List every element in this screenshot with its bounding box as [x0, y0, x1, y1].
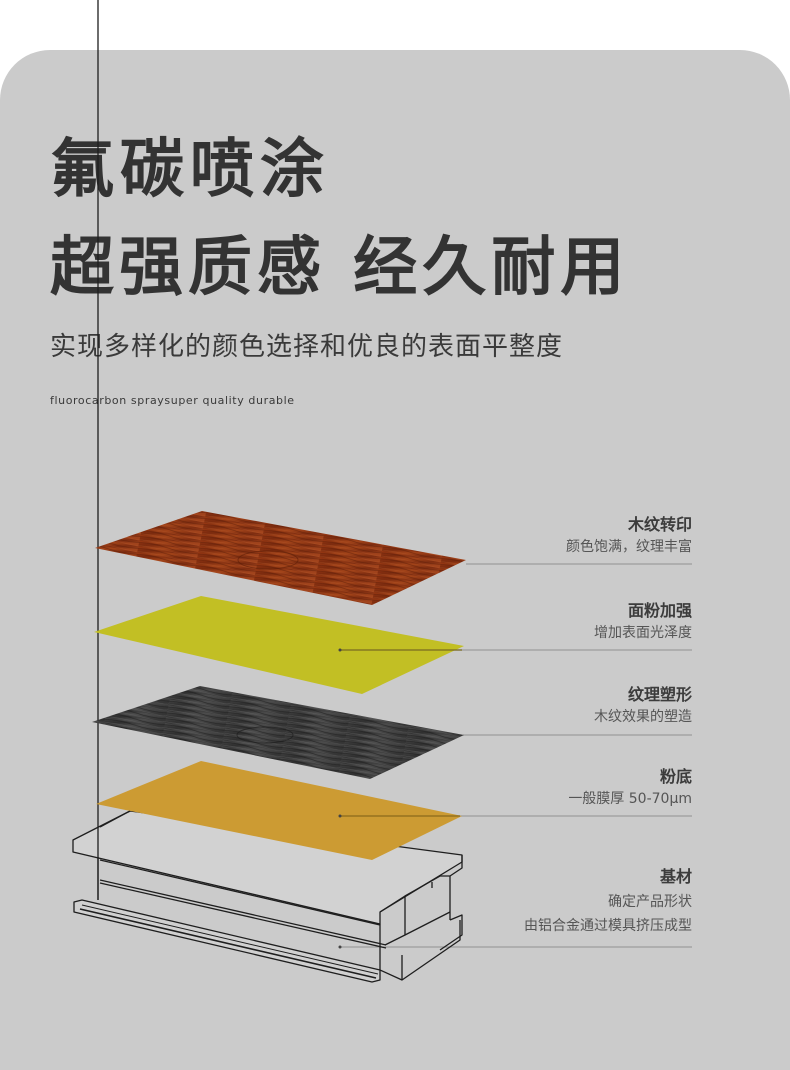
layer-label-texture: 纹理塑形 木纹效果的塑造 [594, 684, 692, 728]
layer-title: 基材 [659, 867, 692, 886]
layer-label-topcoat: 面粉加强 增加表面光泽度 [594, 600, 692, 644]
orange-primer-layer [96, 761, 462, 860]
layer-desc: 增加表面光泽度 [594, 625, 692, 641]
layer-title: 面粉加强 [627, 601, 692, 620]
dark-wood-layer [92, 686, 464, 779]
headline-line1: 氟碳喷涂 [50, 133, 330, 207]
aluminum-profile-drawing [72, 0, 463, 983]
layer-title: 木纹转印 [627, 515, 692, 534]
layer-desc: 确定产品形状 [608, 894, 692, 910]
subtitle: 实现多样化的颜色选择和优良的表面平整度 [50, 332, 564, 362]
layer-label-wood-transfer: 木纹转印 颜色饱满，纹理丰富 [566, 514, 692, 558]
headline-line2: 超强质感 经久耐用 [50, 231, 630, 305]
layer-title: 纹理塑形 [627, 685, 692, 704]
red-wood-layer [95, 511, 466, 605]
yellow-topcoat-layer [94, 596, 464, 694]
layer-desc: 一般膜厚 50-70μm [568, 791, 692, 807]
layer-title: 粉底 [659, 767, 692, 786]
layer-desc: 木纹效果的塑造 [594, 709, 692, 725]
layer-desc: 由铝合金通过模具挤压成型 [524, 918, 692, 934]
english-tagline: fluorocarbon spraysuper quality durable [50, 394, 295, 407]
layer-desc: 颜色饱满，纹理丰富 [566, 539, 692, 555]
layer-label-substrate: 基材 确定产品形状 由铝合金通过模具挤压成型 [524, 866, 692, 937]
layer-label-primer: 粉底 一般膜厚 50-70μm [568, 766, 692, 810]
